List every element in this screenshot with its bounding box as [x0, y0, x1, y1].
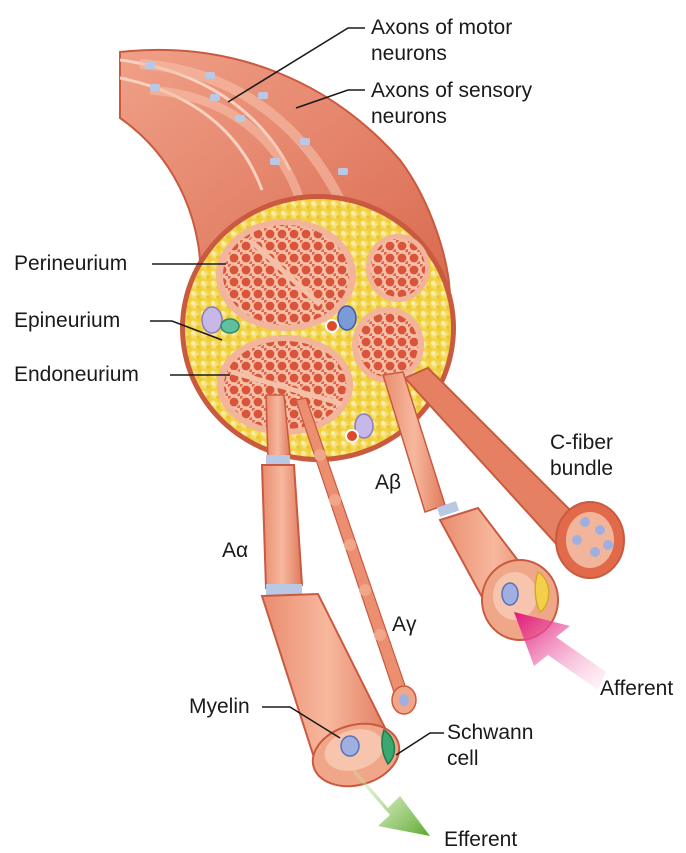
vessel-icon: [338, 306, 356, 330]
label-c-fiber-bundle: C-fiber bundle: [550, 430, 613, 482]
cell-icon: [221, 319, 239, 333]
fascicle-right: [352, 307, 424, 383]
label-a-beta: Aβ: [375, 470, 401, 496]
label-myelin: Myelin: [189, 694, 250, 720]
label-afferent: Afferent: [600, 676, 673, 702]
label-epineurium: Epineurium: [14, 308, 120, 334]
label-schwann-cell: Schwann cell: [447, 720, 533, 772]
vessel-icon: [346, 430, 358, 442]
afferent-arrow-icon: [514, 612, 606, 690]
fascicle-right-top: [366, 234, 430, 302]
vessel-icon: [202, 307, 222, 333]
fascicle-upper: [216, 219, 356, 331]
label-a-gamma: Aγ: [392, 612, 417, 638]
label-axons-motor: Axons of motor neurons: [371, 15, 512, 67]
label-endoneurium: Endoneurium: [14, 362, 139, 388]
label-efferent: Efferent: [444, 827, 517, 853]
label-a-alpha: Aα: [222, 538, 248, 564]
leader-schwann: [396, 733, 444, 755]
label-axons-sensory: Axons of sensory neurons: [371, 78, 532, 130]
vessel-icon: [326, 320, 338, 332]
label-perineurium: Perineurium: [14, 251, 127, 277]
